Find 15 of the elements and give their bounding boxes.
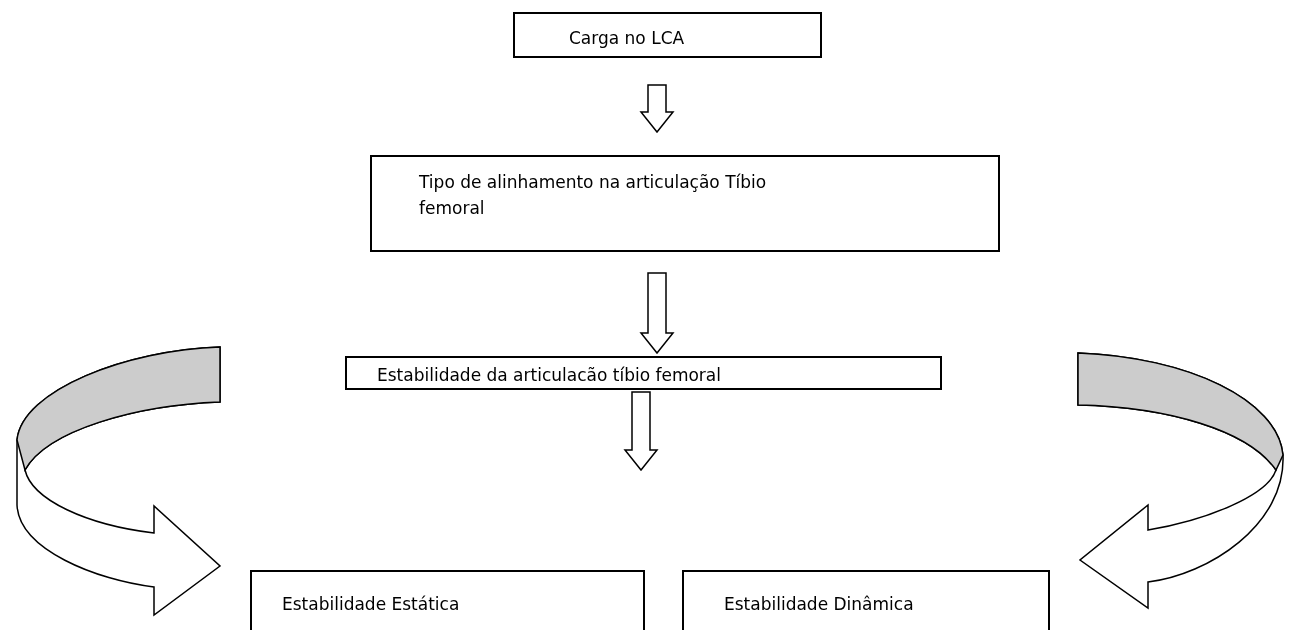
process-box <box>370 155 1000 252</box>
block-arrow <box>639 272 675 355</box>
process-box <box>513 12 822 58</box>
box-text: Estabilidade da articulacão tíbio femoral <box>376 364 722 387</box>
box-text: Estabilidade Dinâmica <box>723 593 915 616</box>
block-arrow <box>639 84 675 134</box>
box-text: Estabilidade Estática <box>281 593 461 616</box>
curved-arrow <box>1077 352 1284 609</box>
box-text: Tipo de alinhamento na articulação Tíbio femoral <box>418 171 768 220</box>
process-box <box>345 356 942 390</box>
block-arrow <box>623 391 659 472</box>
process-box <box>250 570 645 630</box>
curved-arrow <box>16 346 221 616</box>
box-text: Carga no LCA <box>568 27 686 50</box>
process-box <box>682 570 1050 630</box>
